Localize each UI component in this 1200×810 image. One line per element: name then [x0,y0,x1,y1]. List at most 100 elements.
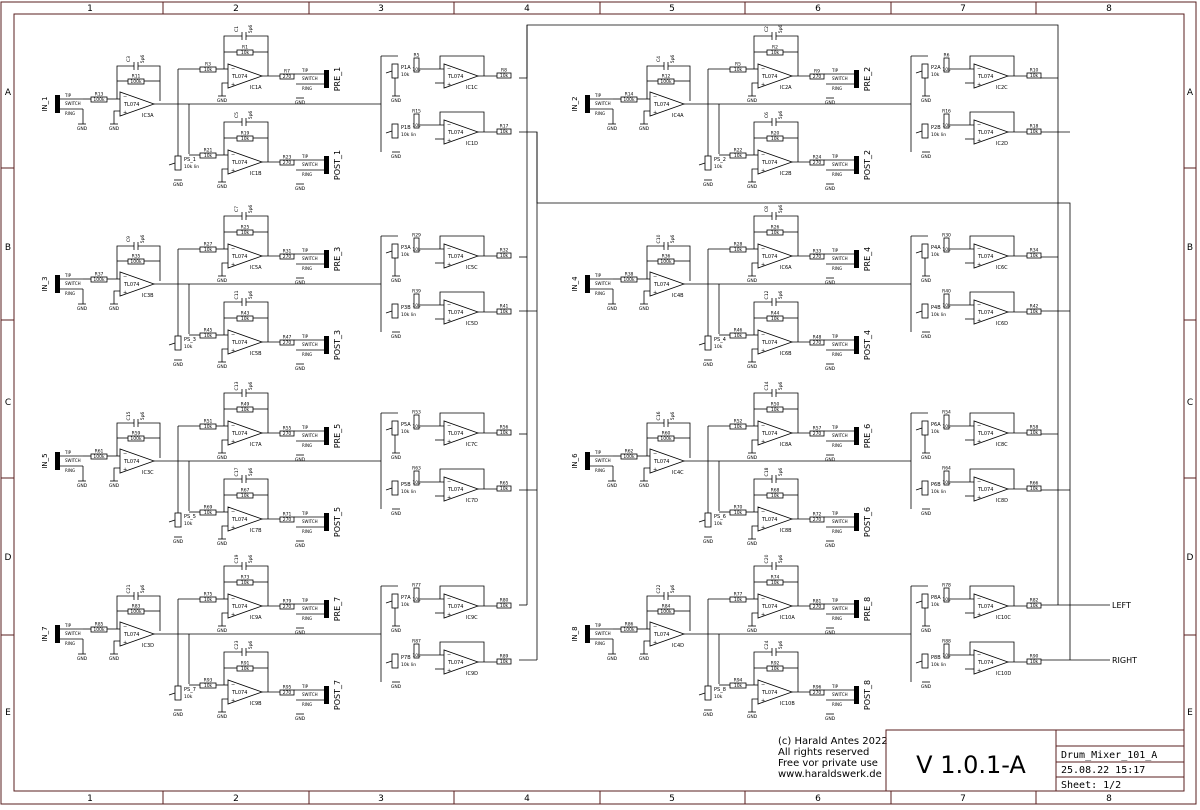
mix-resistor-left-value: 10k [500,430,509,436]
pre-output-resistor-ref: R57 [813,426,822,432]
pan-opamp-a-type: TL074 [977,431,993,437]
post-send-pot-ref: PS_6 [714,514,726,520]
post-opamp-plus: + [761,698,765,704]
post-resistor-ref: R21 [204,148,213,154]
pre-opamp-gnd: GND [217,275,228,284]
post-resistor-ref: R22 [734,148,743,154]
post-output-resistor-value: 270 [283,690,292,696]
mix-resistor-left-value: 10k [1030,73,1039,79]
input-jack-tip: TIP [594,450,602,455]
post-resistor-value: 10k [204,153,213,159]
pre-send-jack-switch: SWITCH [302,76,318,81]
right-output-label: RIGHT [1112,656,1137,665]
post-output-resistor-value: 270 [813,160,822,166]
pre-send-jack-label: PRE_3 [333,247,342,272]
post-opamp-type: TL074 [761,340,777,346]
input-opamp-gnd: GND [109,653,120,662]
input-opamp-plus: + [123,467,127,473]
post-resistor-value: 10k [204,683,213,689]
pan-pot-b-ref: P2B [931,125,941,131]
pan-opamp-a-ref: IC10C [996,615,1011,621]
pre-feedback-resistor-ref: R2 [772,45,778,51]
pre-send-gnd: GND [825,277,836,286]
row-label-right: D [1187,553,1194,563]
input-opamp-minus: − [653,274,657,280]
pre-output-resistor-ref: R31 [283,249,292,255]
input-opamp-plus: + [123,640,127,646]
pre-output-resistor-value: 270 [813,74,822,80]
pre-feedback-resistor-value: 10k [241,230,250,236]
pre-send-jack-tip: TIP [831,68,839,73]
pre-output-resistor-ref: R55 [283,426,292,432]
pre-send-gnd: GND [295,454,306,463]
input-jack-switch: SWITCH [65,458,81,463]
post-send-pot-gnd: GND [173,179,184,188]
pre-opamp-minus: − [231,423,235,429]
pre-send-gnd: GND [295,97,306,106]
mix-resistor-right-value: 10k [1030,659,1039,665]
pan-pot-a-value: 10k [401,429,410,435]
post-send-gnd-label: GND [295,716,306,722]
column-label-top: 8 [1106,4,1112,14]
post-output-resistor-value: 270 [813,690,822,696]
pan-opamp-b-plus: + [977,318,981,324]
input-feedback-resistor-value: 100k [660,259,672,265]
pan-opamp-b-type: TL074 [447,130,463,136]
pan-resistor-b-value: 10k [942,303,951,309]
pan-resistor-a-ref: R5 [414,53,420,59]
input-opamp-plus: + [653,110,657,116]
input-opamp-gnd-label: GND [109,483,120,489]
channel-strip-8: IN_8TIPSWITCHRINGGNDR86100k−+TL074IC4DGN… [571,554,1042,722]
pre-opamp-gnd: GND [747,275,758,284]
post-opamp-minus: − [231,152,235,158]
input-opamp-gnd: GND [109,123,120,132]
post-opamp-gnd: GND [217,361,228,370]
pan-pot-a-value: 10k [401,602,410,608]
post-feedback-resistor-ref: R68 [771,488,780,494]
pre-feedback-resistor-value: 10k [771,407,780,413]
input-opamp-plus: + [653,467,657,473]
pre-send-jack-label: PRE_8 [863,597,872,622]
post-opamp-minus: − [761,682,765,688]
column-label-bottom: 3 [378,794,384,804]
pre-output-resistor-ref: R7 [284,69,290,75]
input-label: IN_7 [41,626,49,641]
input-feedback-cap-value: 5p6 [670,235,676,244]
input-jack-ring: RING [65,468,75,473]
pan-resistor-b-value: 10k [412,303,421,309]
pan-pot-a-ref: P5A [401,422,411,428]
mix-resistor-left-ref: R58 [1030,425,1039,431]
pan-resistor-b-value: 10k [412,653,421,659]
pre-feedback-cap-value: 5p6 [248,555,254,564]
input-opamp-ref: IC3D [142,643,154,649]
post-opamp-plus: + [761,168,765,174]
input-jack-switch: SWITCH [65,101,81,106]
pre-send-gnd-label: GND [825,457,836,463]
mix-resistor-left-ref: R80 [500,598,509,604]
input-feedback-cap-ref: C22 [656,584,662,593]
pre-output-resistor-ref: R81 [813,599,822,605]
pan-resistor-b-value: 10k [412,480,421,486]
input-feedback-cap-ref: C16 [656,411,662,420]
pan-pot-a-gnd: GND [921,625,932,634]
input-jack-tip: TIP [594,623,602,628]
